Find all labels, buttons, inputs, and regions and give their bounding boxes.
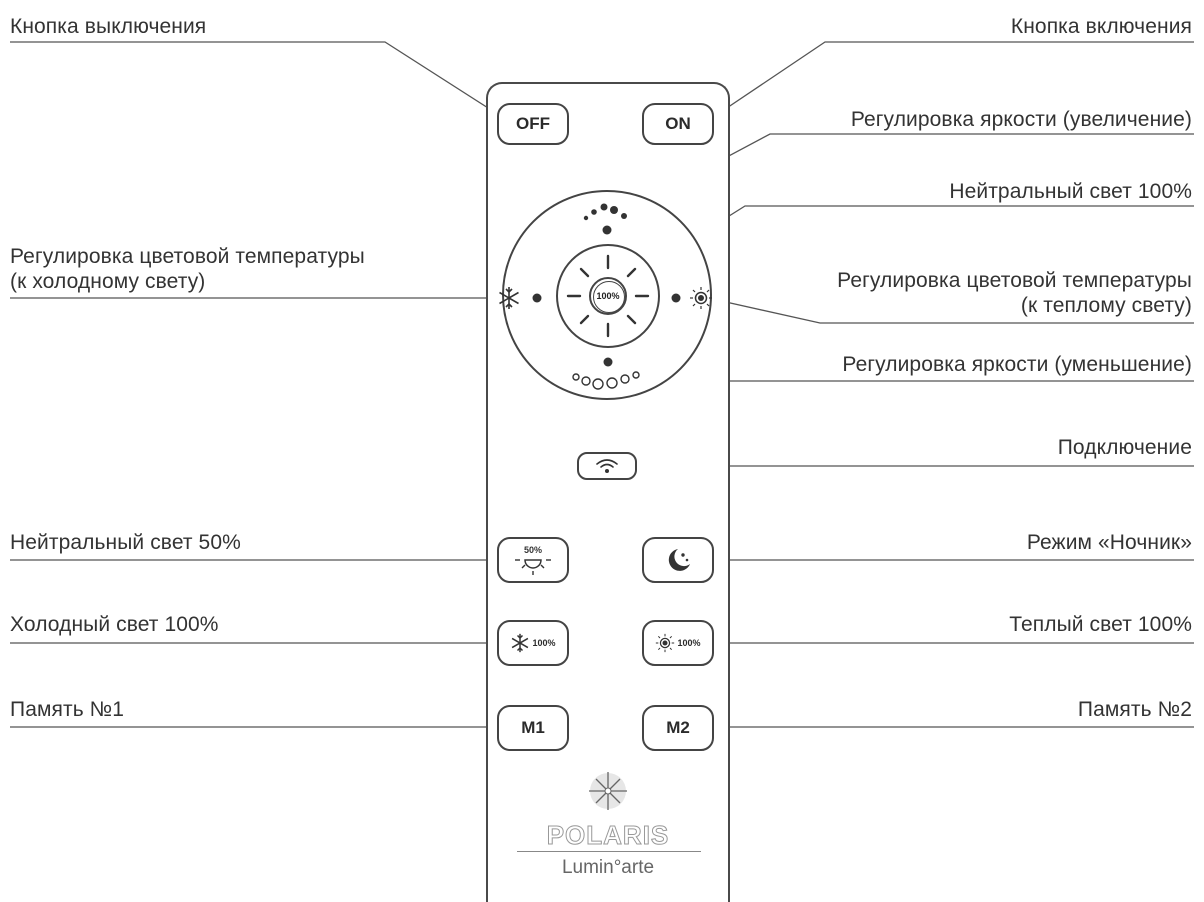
label-night-mode: Режим «Ночник» bbox=[1026, 531, 1192, 554]
sub-brand-logo: Lumin°arte bbox=[561, 857, 655, 878]
brightness-down-icon[interactable] bbox=[568, 355, 648, 391]
neutral-100-label: 100% bbox=[596, 291, 620, 301]
logo-divider bbox=[517, 851, 701, 852]
night-mode-button[interactable] bbox=[642, 537, 714, 583]
on-button[interactable]: ON bbox=[642, 103, 714, 145]
label-connect: Подключение bbox=[1057, 436, 1192, 459]
snowflake-icon bbox=[499, 287, 519, 309]
label-off-button: Кнопка выключения bbox=[10, 15, 207, 38]
neutral-50-label: 50% bbox=[524, 545, 542, 555]
cold-100-button[interactable]: 100% bbox=[497, 620, 569, 666]
moon-icon bbox=[668, 549, 690, 571]
label-neutral-50: Нейтральный свет 50% bbox=[10, 531, 241, 554]
temp-cold-control[interactable] bbox=[497, 285, 545, 311]
brand-logo: POLARIS bbox=[546, 820, 670, 851]
warm-100-label: 100% bbox=[677, 638, 701, 648]
label-brightness-up: Регулировка яркости (увеличение) bbox=[850, 108, 1192, 131]
sun-icon bbox=[690, 287, 712, 309]
cold-100-label: 100% bbox=[532, 638, 556, 648]
off-button-label: OFF bbox=[516, 114, 550, 133]
temp-warm-control[interactable] bbox=[668, 285, 716, 311]
memory-2-button[interactable]: M2 bbox=[642, 705, 714, 751]
memory-1-label: M1 bbox=[521, 718, 545, 737]
label-neutral-100: Нейтральный свет 100% bbox=[949, 180, 1192, 203]
label-memory-1: Память №1 bbox=[10, 698, 125, 721]
label-warm-100: Теплый свет 100% bbox=[1009, 613, 1192, 636]
sun-rays-icon bbox=[566, 254, 650, 338]
neutral-100-button[interactable]: 100% bbox=[589, 277, 627, 315]
neutral-50-button[interactable]: 50% bbox=[497, 537, 569, 583]
label-memory-2: Память №2 bbox=[1077, 698, 1192, 721]
on-button-label: ON bbox=[665, 114, 691, 133]
connect-button[interactable] bbox=[577, 452, 637, 480]
wifi-icon bbox=[596, 459, 618, 473]
memory-1-button[interactable]: M1 bbox=[497, 705, 569, 751]
leader-off bbox=[10, 41, 511, 123]
leader-temp-warm bbox=[707, 296, 1194, 324]
warm-100-button[interactable]: 100% bbox=[642, 620, 714, 666]
off-button[interactable]: OFF bbox=[497, 103, 569, 145]
snowflake-icon bbox=[512, 633, 529, 653]
label-on-button: Кнопка включения bbox=[1010, 15, 1192, 38]
label-temp-warm: Регулировка цветовой температуры (к тепл… bbox=[837, 269, 1192, 317]
label-brightness-down: Регулировка яркости (уменьшение) bbox=[842, 353, 1192, 376]
star-icon bbox=[589, 772, 627, 810]
memory-2-label: M2 bbox=[666, 718, 690, 737]
brightness-up-icon[interactable] bbox=[580, 200, 636, 236]
leader-on bbox=[705, 41, 1194, 123]
sun-icon bbox=[656, 633, 675, 653]
half-sun-icon: 50% bbox=[515, 545, 551, 575]
neutral-ring bbox=[556, 244, 660, 348]
label-temp-cold: Регулировка цветовой температуры (к холо… bbox=[10, 245, 365, 293]
label-cold-100: Холодный свет 100% bbox=[10, 613, 219, 636]
